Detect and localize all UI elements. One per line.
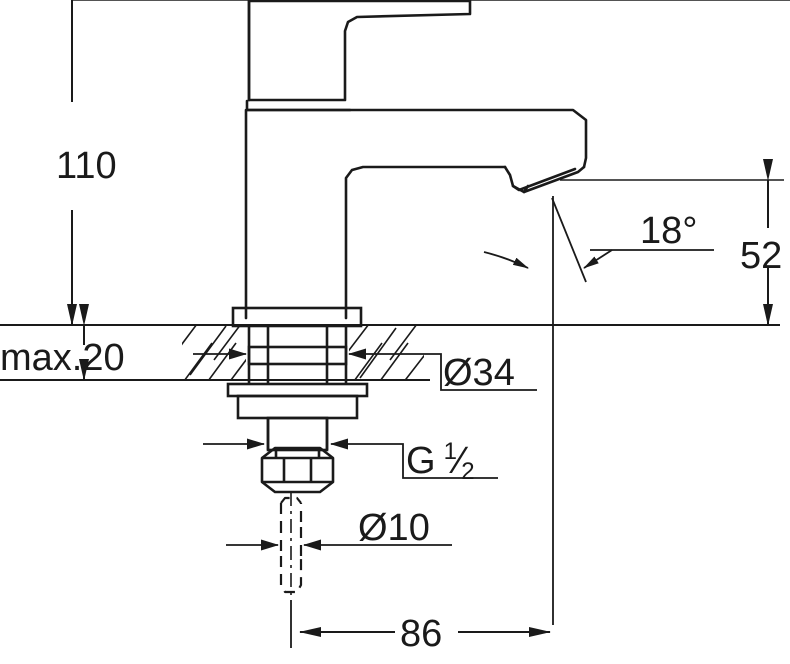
washer-plate-2: [236, 394, 359, 420]
dimension-d34-label: Ø34: [443, 352, 515, 394]
dimension-d10: Ø10: [226, 507, 452, 551]
mounting-assembly: [226, 306, 369, 458]
body-collar: [245, 99, 352, 112]
thread-numerator: 1: [444, 438, 457, 465]
hatch-right: [349, 326, 424, 380]
base-escutcheon: [231, 306, 363, 328]
dimension-86: 86: [290, 600, 551, 655]
dimension-52-label: 52: [740, 235, 782, 277]
dimension-d10-label: Ø10: [358, 507, 430, 549]
thread-ring: [247, 345, 348, 366]
dimension-110: 110: [56, 0, 790, 326]
spout-outer-profile: [244, 108, 588, 320]
dimension-86-label: 86: [400, 613, 442, 655]
lower-shank-narrow: [274, 450, 321, 458]
dimension-angle-label: 18°: [640, 210, 697, 252]
washer-plate: [226, 382, 369, 398]
hex-nut: [260, 446, 335, 494]
thread-denominator: 2: [461, 458, 474, 485]
aerator-outlet: [503, 165, 586, 194]
thread-letter: G: [406, 440, 436, 482]
dimension-max20: max.20: [0, 304, 125, 381]
dimension-max20-label: max.20: [0, 337, 125, 379]
lower-thread: [266, 416, 329, 452]
faucet-spout-body: [244, 108, 588, 320]
dimension-d34: Ø34: [193, 348, 537, 394]
spout-inner-profile: [344, 165, 507, 320]
dimension-angle-18: 18°: [483, 196, 714, 625]
dimension-110-label: 110: [56, 145, 117, 187]
lower-shank: [266, 418, 329, 450]
faucet-body: [245, 0, 472, 112]
hatch-left: [182, 326, 246, 380]
dimension-52: 52: [560, 159, 784, 326]
lever-handle: [247, 0, 472, 102]
